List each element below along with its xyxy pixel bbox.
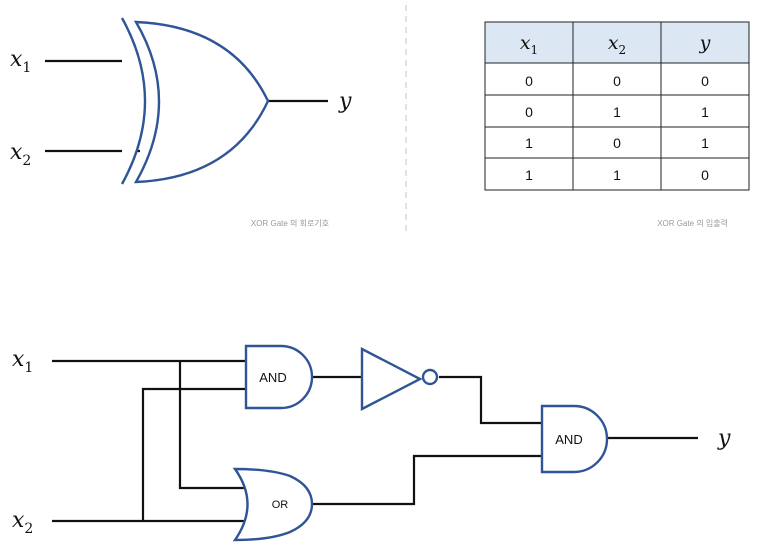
- not-gate: [360, 347, 439, 411]
- table-cell: 1: [613, 104, 621, 120]
- xor-symbol: x1 x2 y XOR Gate 의 회로기호: [10, 17, 352, 228]
- table-row: 0 1 1: [525, 104, 709, 120]
- table-header-y: y: [699, 32, 711, 54]
- table-cell: 0: [525, 73, 533, 89]
- xor-circuit: x1 x2 AND: [12, 344, 731, 542]
- xor-input-x2-label: x2: [10, 140, 31, 169]
- table-cell: 1: [525, 135, 533, 151]
- table-cell: 0: [613, 73, 621, 89]
- circuit-wires: [52, 359, 698, 523]
- not-gate-bubble: [421, 368, 439, 386]
- truth-table-caption: XOR Gate 의 입출력: [657, 218, 728, 228]
- or-gate-label: OR: [272, 499, 289, 511]
- xor-symbol-caption: XOR Gate 의 회로기호: [251, 218, 329, 228]
- table-row: 1 1 0: [525, 167, 709, 183]
- circuit-output-y-label: y: [717, 426, 731, 451]
- table-grid: [484, 21, 750, 191]
- and-gate-2-label: AND: [555, 432, 582, 447]
- circuit-input-x1-label: x1: [12, 347, 33, 376]
- truth-table: x1 x2 y 0 0 0 0 1 1 1 0 1 1 1 0: [484, 21, 750, 228]
- table-cell: 0: [613, 135, 621, 151]
- and-gate-2: AND: [540, 404, 609, 474]
- table-cell: 1: [525, 167, 533, 183]
- table-row: 0 0 0: [525, 73, 709, 89]
- table-cell: 0: [701, 167, 709, 183]
- and-gate-1-label: AND: [259, 370, 286, 385]
- table-cell: 1: [701, 104, 709, 120]
- xor-back-curve: [120, 17, 147, 185]
- table-row: 1 0 1: [525, 135, 709, 151]
- table-header-background: [485, 22, 749, 63]
- table-cell: 1: [613, 167, 621, 183]
- xor-gate-body: [133, 20, 270, 184]
- circuit-input-x2-label: x2: [12, 508, 33, 537]
- table-cell: 0: [525, 104, 533, 120]
- table-cell: 0: [701, 73, 709, 89]
- xor-input-x1-label: x1: [10, 47, 31, 76]
- and-gate-1: AND: [244, 344, 314, 410]
- or-gate: OR: [232, 467, 314, 542]
- table-header-x2: x2: [608, 32, 626, 57]
- table-cell: 1: [701, 135, 709, 151]
- table-header-x1: x1: [520, 32, 538, 57]
- xor-output-y-label: y: [338, 89, 352, 114]
